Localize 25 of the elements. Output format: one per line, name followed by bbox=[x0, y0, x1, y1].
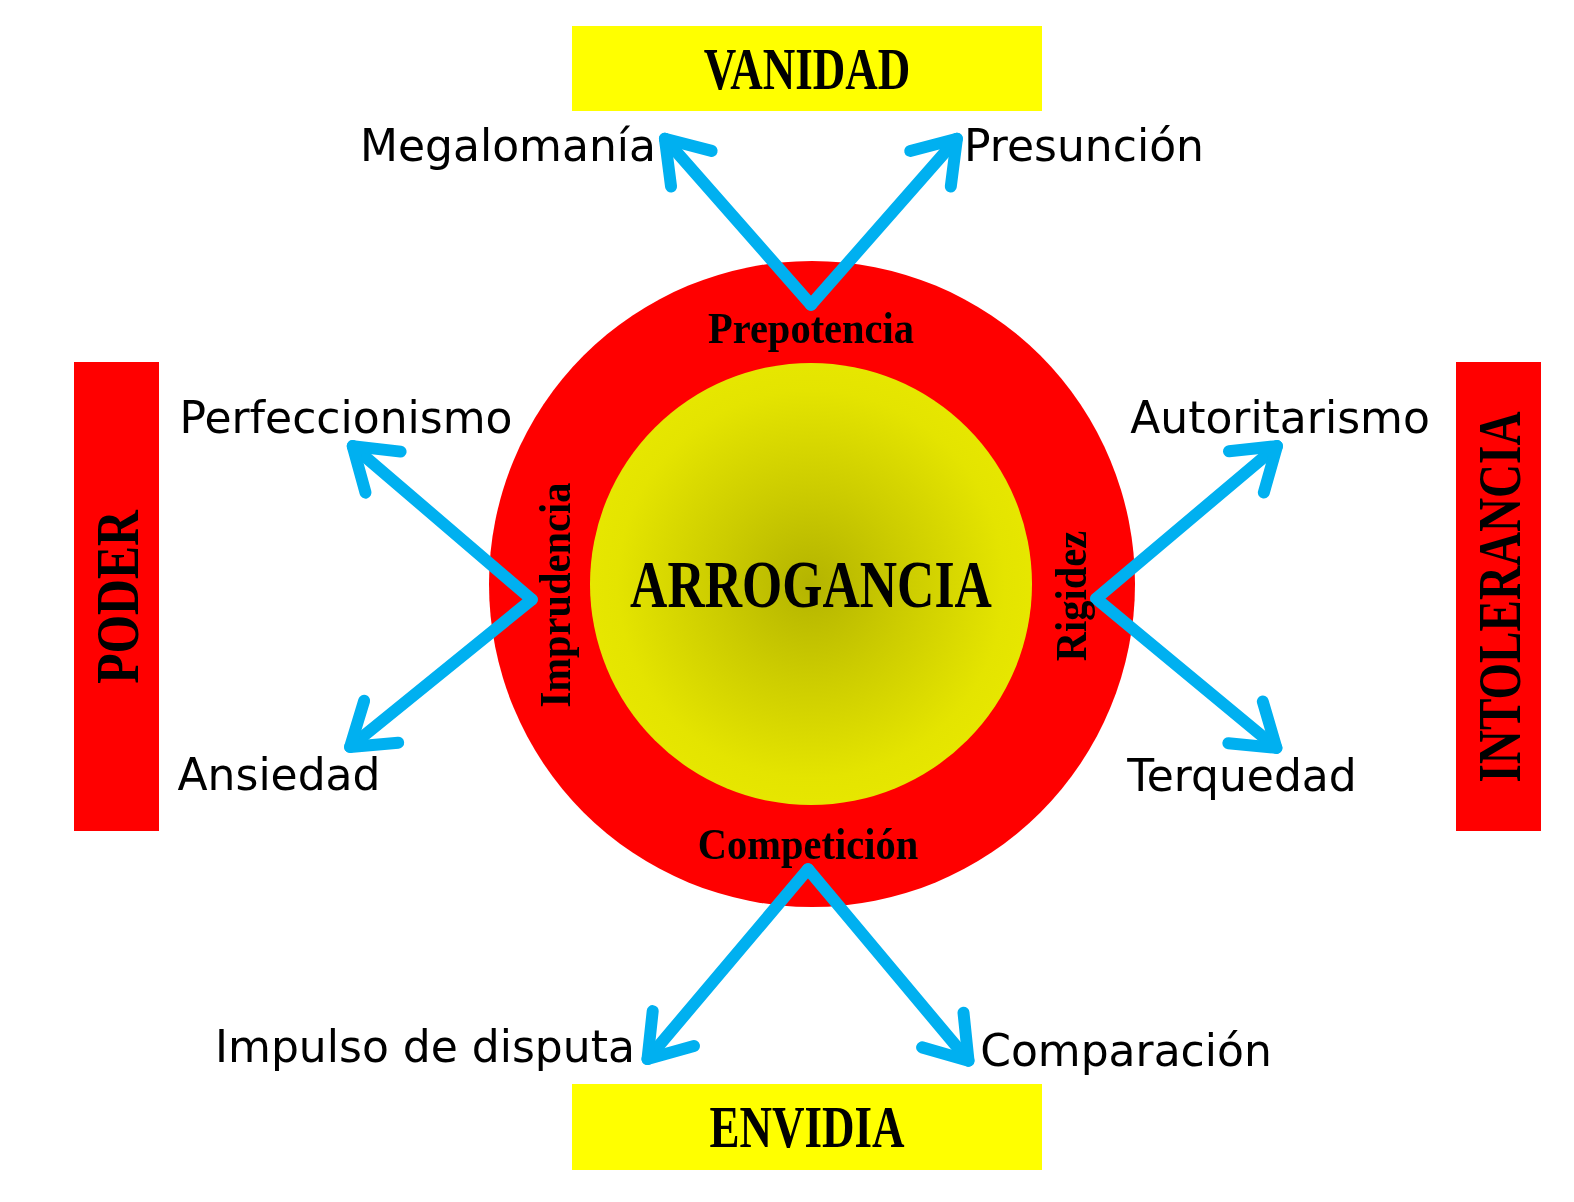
core-title: ARROGANCIA bbox=[630, 546, 992, 622]
category-title: VANIDAD bbox=[703, 35, 911, 102]
trait-label: Megalomanía bbox=[360, 121, 656, 171]
arrow bbox=[1090, 592, 1283, 754]
ring-label: Prepotencia bbox=[707, 304, 915, 354]
category-banner bbox=[1456, 362, 1541, 831]
ring-label: Imprudencia bbox=[531, 482, 581, 708]
arrow bbox=[344, 593, 538, 753]
ring-label: Competición bbox=[697, 820, 919, 870]
trait-label: Autoritarismo bbox=[1130, 393, 1430, 443]
category-banner bbox=[572, 1084, 1042, 1170]
category-title: PODER bbox=[82, 509, 151, 684]
trait-label: Comparación bbox=[980, 1026, 1272, 1076]
trait-label: Presunción bbox=[964, 121, 1204, 171]
trait-label: Terquedad bbox=[1127, 751, 1357, 801]
trait-label: Ansiedad bbox=[177, 750, 381, 800]
category-title: ENVIDIA bbox=[709, 1094, 905, 1160]
category-title: INTOLERANCIA bbox=[1464, 411, 1533, 782]
trait-label: Impulso de disputa bbox=[215, 1022, 635, 1072]
ring-label: Rigidez bbox=[1047, 530, 1097, 662]
arrow bbox=[802, 863, 975, 1067]
category-banner bbox=[74, 362, 159, 831]
trait-label: Perfeccionismo bbox=[179, 393, 513, 443]
category-banner bbox=[572, 26, 1042, 111]
arrow bbox=[805, 132, 963, 311]
